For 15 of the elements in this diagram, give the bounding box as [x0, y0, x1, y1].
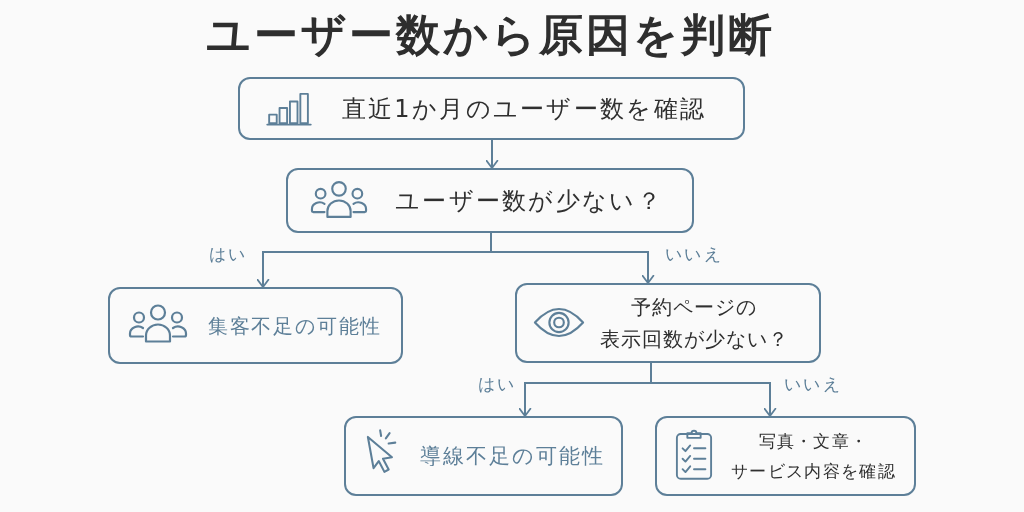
rounded-box — [108, 287, 403, 364]
node-text: ユーザー数が少ない？ — [395, 185, 663, 216]
rounded-box — [344, 416, 623, 496]
rounded-box — [238, 77, 745, 140]
rounded-box — [515, 283, 821, 363]
arrow — [490, 232, 655, 284]
title: ユーザー数から原因を判断 — [205, 9, 775, 61]
node-text: 写真・文章・サービス内容を確認 — [730, 430, 897, 483]
node-text: 集客不足の可能性 — [207, 312, 383, 340]
node-text: 予約ページの表示回数が少ない？ — [598, 294, 790, 353]
node-text: 導線不足の可能性 — [419, 443, 605, 470]
node-text: 直近1か月のユーザー数を確認 — [341, 93, 707, 124]
rounded-box — [655, 416, 916, 496]
arrow — [485, 139, 499, 169]
rounded-box — [286, 168, 694, 233]
